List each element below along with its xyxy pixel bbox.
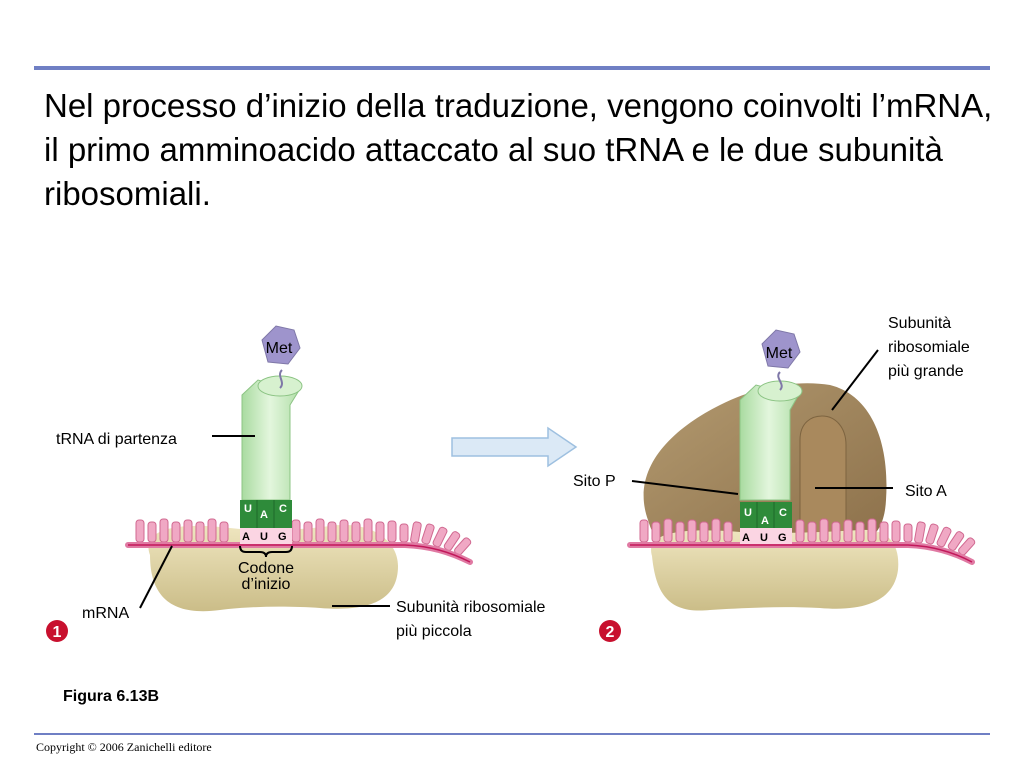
a-site-label: Sito A	[905, 483, 947, 500]
panel-2: Met U A C A U G Subunità ribosomiale più…	[573, 315, 976, 642]
large-subunit-label-line3: più grande	[888, 363, 964, 380]
anticodon-2-a: A	[761, 515, 769, 527]
step-2-number: 2	[606, 624, 615, 641]
large-subunit-label-line1: Subunità	[888, 315, 951, 332]
step-1-number: 1	[53, 624, 62, 641]
codon-label-line2: d’inizio	[242, 576, 291, 593]
figure-caption: Figura 6.13B	[63, 688, 160, 705]
small-subunit-label-line1: Subunità ribosomiale	[396, 599, 546, 616]
anticodon-1-a: A	[260, 509, 268, 521]
mrna-label: mRNA	[82, 605, 129, 622]
transition-arrow	[451, 426, 578, 468]
anticodon-1-c: C	[279, 503, 287, 515]
codon-2-u: U	[760, 532, 768, 544]
copyright-notice: Copyright © 2006 Zanichelli editore	[36, 740, 212, 754]
codon-2-a: A	[742, 532, 750, 544]
small-subunit-label-line2: più piccola	[396, 623, 472, 640]
step-1-badge	[46, 620, 68, 642]
trna-label: tRNA di partenza	[56, 431, 177, 448]
codon-brace	[239, 545, 293, 558]
large-subunit-label-line2: ribosomiale	[888, 339, 970, 356]
small-subunit-2	[651, 529, 899, 611]
initiator-trna-1	[240, 375, 303, 544]
anticodon-2-c: C	[779, 507, 787, 519]
met-label-2: Met	[766, 345, 793, 362]
codon-2-g: G	[778, 532, 787, 544]
codon-1-g: G	[278, 531, 287, 543]
codon-label-line1: Codone	[238, 560, 294, 577]
bottom-rule	[34, 733, 990, 735]
met-amino-acid-1	[261, 325, 301, 365]
codon-1-a: A	[242, 531, 250, 543]
met-amino-acid-2	[761, 329, 801, 369]
step-2-badge	[599, 620, 621, 642]
anticodon-2-u: U	[744, 507, 752, 519]
met-label-1: Met	[266, 340, 293, 357]
panel-1: Met U A C A U G tRNA di partenza Codone …	[46, 325, 546, 642]
mrna-2	[639, 518, 976, 556]
top-rule	[34, 66, 990, 70]
slide-title: Nel processo d’inizio della traduzione, …	[44, 87, 993, 212]
anticodon-1-u: U	[244, 503, 252, 515]
initiator-trna-2	[739, 380, 803, 544]
p-site-label: Sito P	[573, 473, 616, 490]
codon-1-u: U	[260, 531, 268, 543]
